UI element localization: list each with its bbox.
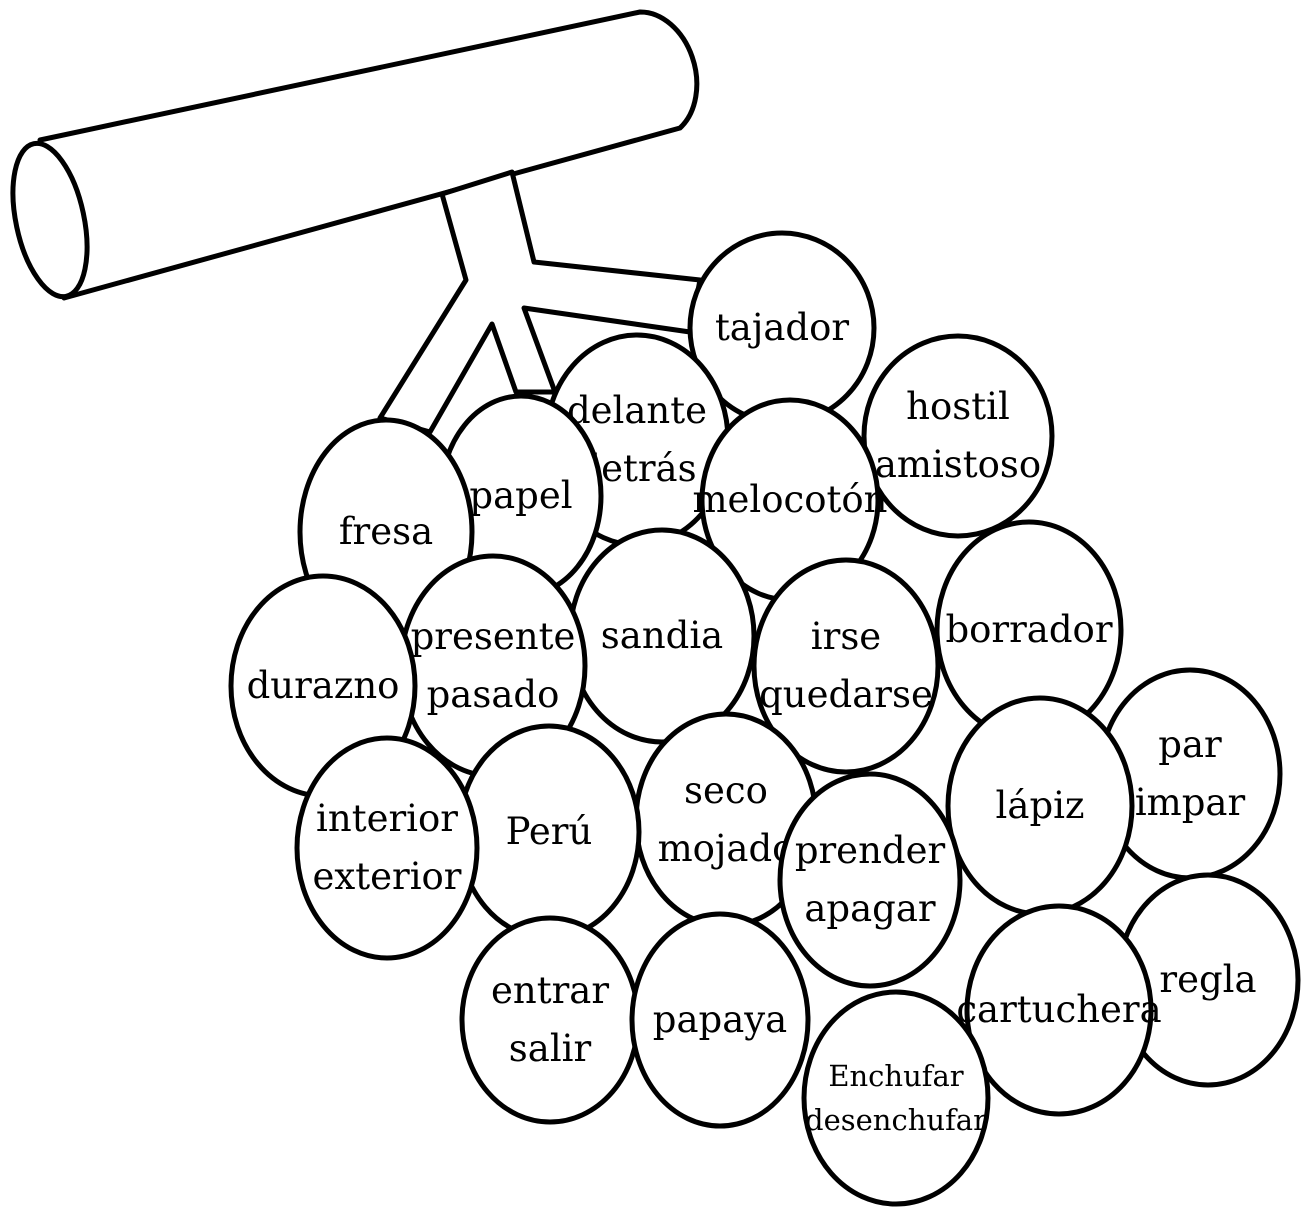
grape-par: par impar (1097, 667, 1283, 881)
grape-label-line: pasado (427, 673, 560, 716)
grape-label-line: impar (1135, 781, 1246, 824)
grape-circle (861, 333, 1055, 539)
grape-label-line: tajador (715, 306, 849, 349)
grape-stem (10, 9, 703, 435)
grapes: tajadorhostilamistosodelantedetráspapelf… (228, 230, 1301, 1207)
grape-label-line: irse (811, 615, 881, 658)
grape-melocoton: melocotón (692, 397, 888, 603)
grape-circle (801, 989, 991, 1207)
stem-cylinder-end (10, 140, 90, 300)
grape-tajador: tajador (687, 230, 877, 426)
grape-label-line: delante (567, 389, 707, 432)
grape-irse: irse quedarse (751, 557, 941, 775)
grape-circle (777, 771, 963, 989)
grape-seco: seco mojado (633, 711, 819, 929)
grape-circle (751, 557, 941, 775)
stem-cylinder-body (37, 9, 700, 301)
grape-label-line: exterior (312, 855, 461, 898)
grape-label-line: seco (684, 769, 768, 812)
grape-enchufar: Enchufar desenchufar (801, 989, 991, 1207)
grape-label-line: Perú (506, 810, 593, 853)
grape-label-line: entrar (491, 969, 609, 1012)
grape-label-line: amistoso (875, 443, 1041, 486)
grape-label-line: cartuchera (956, 988, 1161, 1031)
grape-label-line: papel (469, 474, 572, 517)
grape-papaya: papaya (629, 911, 811, 1129)
grape-label-line: lápiz (996, 784, 1085, 827)
grape-circle (294, 735, 480, 961)
grape-label-line: sandia (601, 614, 723, 657)
grape-presente: presente pasado (398, 553, 588, 779)
grape-prender: prender apagar (777, 771, 963, 989)
grape-peru: Perú (456, 723, 642, 941)
grape-label-line: regla (1159, 958, 1256, 1001)
grape-interior: interior exterior (294, 735, 480, 961)
grape-label-line: mojado (658, 827, 795, 870)
grape-cartuchera: cartuchera (956, 903, 1162, 1117)
grape-circle (964, 903, 1154, 1117)
grape-sandia: sandia (567, 527, 757, 745)
grape-circle (459, 915, 641, 1125)
grape-label-line: fresa (339, 510, 433, 553)
grape-label-line: interior (316, 797, 458, 840)
grape-label-line: hostil (906, 385, 1010, 428)
grape-label-line: Enchufar (828, 1059, 963, 1093)
grape-hostil: hostil amistoso (861, 333, 1055, 539)
grape-regla: regla (1115, 872, 1301, 1088)
grape-label-line: quedarse (759, 673, 933, 716)
grape-label-line: desenchufar (805, 1103, 987, 1137)
grape-label-line: durazno (247, 664, 400, 707)
grape-label-line: apagar (804, 887, 936, 930)
grape-label-line: papaya (653, 998, 787, 1041)
grape-lapiz: lápiz (945, 695, 1135, 917)
grape-borrador: borrador (934, 519, 1124, 741)
grape-circle (629, 911, 811, 1129)
grape-label-line: borrador (945, 608, 1112, 651)
grape-entrar: entrar salir (459, 915, 641, 1125)
grape-label-line: melocotón (692, 478, 887, 521)
grape-label-line: salir (509, 1027, 592, 1070)
grape-label-line: par (1158, 723, 1222, 766)
grape-label-line: prender (795, 829, 946, 872)
grape-label-line: presente (411, 615, 576, 658)
